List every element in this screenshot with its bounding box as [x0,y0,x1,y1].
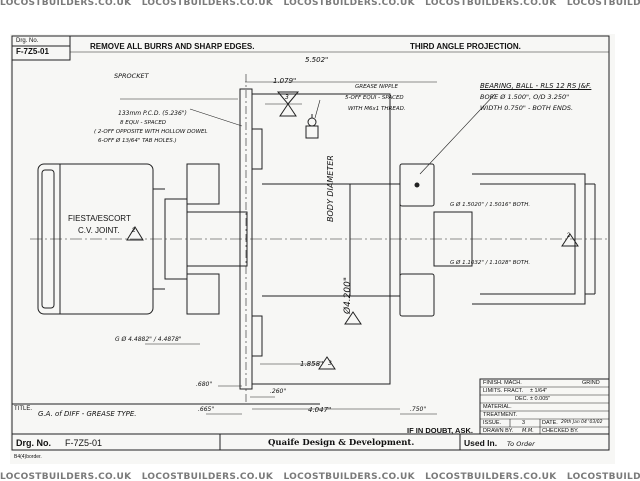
dim-4047: 4.047" [308,406,332,414]
treatment-label: TREATMENT. [483,412,518,418]
dim-1858: 1.858" [300,360,324,368]
limits-label: LIMITS. FRACT. [483,388,524,394]
technical-drawing [11,35,610,451]
used-in-label: Used In. [464,438,498,448]
dim-750: .750" [410,406,427,413]
dim-665: .665" [198,406,215,413]
grease-nipple-spacing: 5-OFF EQUI - SPACED [345,95,404,101]
drawing-number-label: Drg. No. [16,38,39,44]
tri-2-right: 2 [567,233,571,239]
dim-5502: 5.502" [305,56,329,64]
limits-fract: ± 1/64" [530,388,548,394]
drawing-sheet: Drg. No. F-7Z5-01 REMOVE ALL BURRS AND S… [10,34,615,464]
body-diameter-value: Ø4.200" [343,277,353,314]
grease-nipple-label: GREASE NIPPLE [355,84,398,90]
watermark-top: LOCOSTBUILDERS.CO.UK LOCOSTBUILDERS.CO.U… [0,0,640,7]
watermark-bottom: LOCOSTBUILDERS.CO.UK LOCOSTBUILDERS.CO.U… [0,472,640,481]
tri-3-top: 3 [285,94,289,101]
title-value: G.A. of DIFF - GREASE TYPE. [38,410,137,418]
tri-2-left: 2 [132,228,136,234]
pcd-label: 133mm P.C.D. (5.236") [118,110,187,117]
drawn-value: M.M. [522,428,534,434]
bearing-spec-2: BORE Ø 1.500", O/D 3.250" [480,93,570,101]
dim-260: .260" [270,388,287,395]
footer-drg-label: Drg. No. [16,438,51,448]
g-dia-top: G Ø 1.5020" / 1.5016" BOTH. [450,202,531,208]
date-value: 29th Jan 04 '03/02 [561,420,603,425]
checked-label: CHECKED BY. [542,428,579,434]
dec-value: ± 0.005" [530,396,551,402]
cv-joint-label-1: FIESTA/ESCORT [68,214,131,223]
footer-drg-value: F-7Z5-01 [65,438,103,448]
border-note: B4(4)border. [14,454,42,460]
in-doubt-note: IF IN DOUBT, ASK. [407,426,473,435]
dim-1079: 1.079" [273,77,297,85]
title-label: TITLE. [14,406,33,412]
bearing-spec-1: BEARING, BALL - RLS 12 RS J&F. [480,82,592,90]
tab-holes-label: 6-OFF Ø 13/64" TAB HOLES.) [98,138,177,144]
cv-joint-label-2: C.V. JOINT. [78,226,120,235]
finish-label: FINISH. MACH. [483,380,522,386]
header-note: REMOVE ALL BURRS AND SHARP EDGES. [90,42,255,51]
equi-spaced-label: 8 EQUI - SPACED [120,120,167,126]
bearing-spec-3: WIDTH 0.750" - BOTH ENDS. [480,104,574,112]
used-in-value: To Order [507,440,535,448]
g-dia-left: G Ø 4.4882" / 4.4878" [115,336,182,343]
date-label: DATE. [542,420,558,426]
finish-value: GRIND [582,380,600,386]
drawn-label: DRAWN BY. [483,428,514,434]
drawing-number-value: F-7Z5-01 [16,47,49,56]
grease-nipple-thread: WITH M6x1 THREAD. [348,106,406,112]
g-dia-bot: G Ø 1.1032" / 1.1028" BOTH. [450,260,531,266]
body-diameter-label: BODY DIAMETER [326,155,335,222]
tri-3-bot: 3 [328,360,332,367]
company-name: Quaife Design & Development. [268,438,415,448]
material-label: MATERIAL. [483,404,512,410]
sprocket-label: SPROCKET [114,72,149,80]
issue-value: 3 [522,420,526,426]
dim-680: .680" [196,381,213,388]
projection-note: THIRD ANGLE PROJECTION. [410,42,521,51]
dec-label: DEC. [515,396,529,402]
hollow-dowel-label: ( 2-OFF OPPOSITE WITH HOLLOW DOWEL [94,129,208,135]
issue-label: ISSUE. [483,420,502,426]
